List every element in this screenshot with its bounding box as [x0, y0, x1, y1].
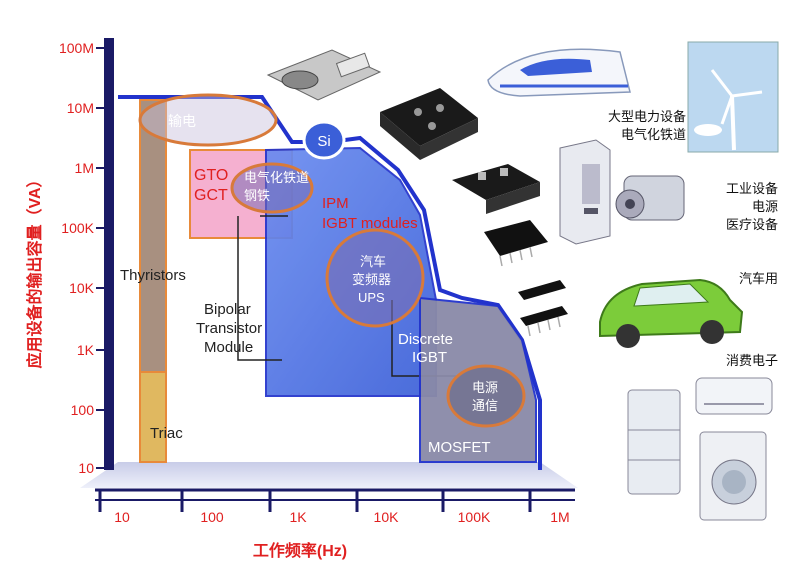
y-tick-label: 1K [77, 342, 95, 358]
y-axis-bar [104, 38, 114, 470]
automotive-label: 汽车用 [700, 270, 778, 288]
y-axis-tick-marks [96, 47, 104, 469]
device-discrete-image [518, 280, 568, 337]
bipolar-outline [237, 216, 282, 361]
ipm-label: IPM [322, 195, 349, 212]
device-press-pack-image [266, 49, 382, 101]
y-tick-label: 10 [78, 460, 94, 476]
air-conditioner-image [695, 377, 773, 415]
bipolar-label: Bipolar [204, 301, 251, 318]
x-tick-label: 100 [200, 509, 224, 525]
x-tick-label: 100K [458, 509, 491, 525]
rail-steel-ellipse [230, 162, 314, 214]
x-tick-label: 1M [550, 509, 569, 525]
device-dip-module-image [484, 220, 548, 267]
consumer-electronics-label: 消费电子 [690, 352, 778, 370]
side-label-line: 电源 [751, 199, 778, 214]
power-supply-label: 电源 [472, 380, 498, 395]
device-ipm-image [452, 164, 540, 214]
mosfet-label: MOSFET [428, 439, 491, 456]
y-tick-label: 100K [61, 220, 94, 236]
gto-label: GTO [194, 167, 228, 184]
x-axis-title: 工作频率(Hz) [253, 541, 347, 560]
y-tick-label: 100 [71, 402, 95, 418]
side-label-line: 工业设备 [725, 181, 778, 196]
washing-machine-image [699, 431, 767, 521]
side-label-line: 消费电子 [725, 353, 778, 368]
si-bubble [302, 120, 346, 160]
power-telecom-ellipse [446, 364, 526, 428]
steel-label: 钢铁 [244, 188, 270, 203]
thyristors-label: Thyristors [120, 267, 186, 284]
side-label-line: 汽车用 [738, 271, 778, 286]
transistor-label: Transistor [196, 320, 262, 337]
gct-label: GCT [194, 187, 228, 204]
triac-region [139, 371, 167, 463]
bullet-train-image [487, 48, 631, 97]
y-tick-label: 10K [69, 280, 95, 296]
device-igbt-module-image [380, 88, 478, 160]
refrigerator-image [627, 389, 681, 495]
side-label-line: 医疗设备 [725, 217, 778, 232]
si-label: Si [317, 133, 330, 150]
igbt-modules-label: IGBT modules [322, 215, 418, 232]
inverter-label: 变频器 [352, 272, 391, 287]
industrial-equipment-label: 工业设备 电源 医疗设备 [690, 180, 778, 234]
x-tick-label: 10 [114, 509, 130, 525]
telecom-label: 通信 [472, 398, 498, 413]
y-tick-label: 100M [59, 40, 94, 56]
y-axis-title: 应用设备的输出容量（VA） [25, 171, 44, 368]
server-cabinet-image [559, 139, 611, 245]
y-tick-label: 10M [67, 100, 94, 116]
x-tick-label: 1K [289, 509, 307, 525]
wind-turbine-image [687, 41, 779, 153]
x-axis-tick-marks [98, 490, 532, 512]
large-power-equipment-label: 大型电力设备 电气化铁道 [580, 108, 686, 144]
discrete-label: Discrete [398, 331, 453, 348]
floor-band [80, 462, 578, 488]
car-image [599, 278, 744, 348]
triac-label: Triac [150, 425, 183, 442]
transmission-ellipse [138, 93, 278, 147]
motor-image [615, 175, 685, 221]
x-tick-label: 10K [374, 509, 400, 525]
side-label-line: 电气化铁道 [620, 127, 686, 142]
rail-label: 电气化铁道 [244, 170, 309, 185]
module-label: Module [204, 339, 253, 356]
auto-label: 汽车 [360, 254, 386, 269]
side-label-line: 大型电力设备 [607, 109, 686, 124]
ups-label: UPS [358, 290, 385, 305]
transmission-label: 输电 [168, 113, 196, 129]
igbt-label: IGBT [412, 349, 447, 366]
auto-inverter-ellipse [325, 228, 425, 328]
y-tick-label: 1M [75, 160, 94, 176]
